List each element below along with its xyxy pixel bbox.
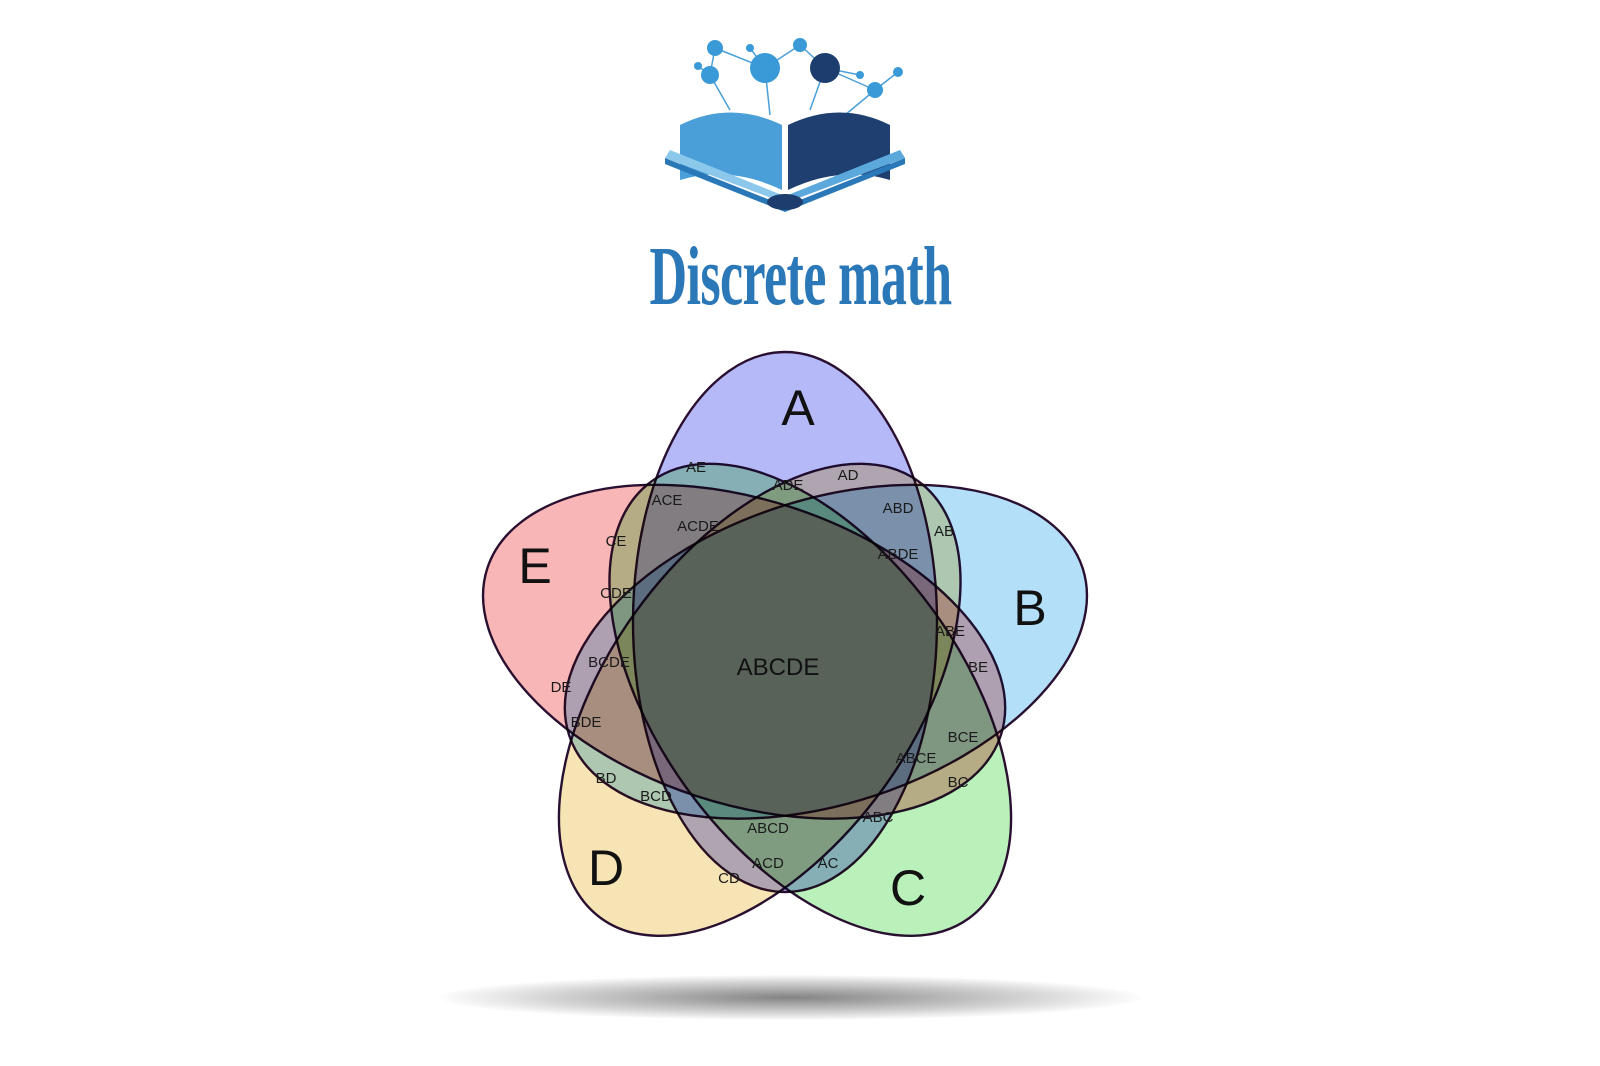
region-label-cd: CD [718,870,740,887]
region-label-cde: CDE [600,585,632,602]
region-label-ce: CE [606,533,627,550]
region-label-abde: ABDE [878,546,919,563]
region-label-ace: ACE [652,492,683,509]
region-label-ade: ADE [773,477,804,494]
open-book-network-icon [665,38,905,212]
region-label-de: DE [551,679,572,696]
region-label-acde: ACDE [677,518,719,535]
set-label-e: E [518,538,551,594]
region-label-bc: BC [948,774,969,791]
logo [665,38,905,212]
set-label-c: C [890,860,926,916]
region-label-bce: BCE [948,729,979,746]
region-label-bcd: BCD [640,788,672,805]
region-label-abce: ABCE [896,750,937,767]
region-label-ac: AC [818,855,839,872]
region-label-abcde: ABCDE [737,654,820,681]
region-label-abc: ABC [863,809,894,826]
region-label-ae: AE [686,459,706,476]
region-label-bd: BD [596,770,617,787]
set-label-a: A [781,380,815,436]
set-label-b: B [1013,580,1046,636]
title-text: Discrete math [649,230,952,323]
set-e-ellipse [481,483,1007,820]
region-label-abd: ABD [883,500,914,517]
region-label-acd: ACD [752,855,784,872]
region-label-bcde: BCDE [588,654,630,671]
region-label-bde: BDE [571,714,602,731]
page-title: Discrete math [0,228,1600,325]
region-label-be: BE [968,659,988,676]
region-label-ab: AB [934,523,954,540]
diagram-shadow [440,975,1140,1020]
region-label-abe: ABE [935,623,965,640]
region-label-abcd: ABCD [747,820,789,837]
set-label-d: D [588,840,624,896]
region-label-ad: AD [838,467,859,484]
